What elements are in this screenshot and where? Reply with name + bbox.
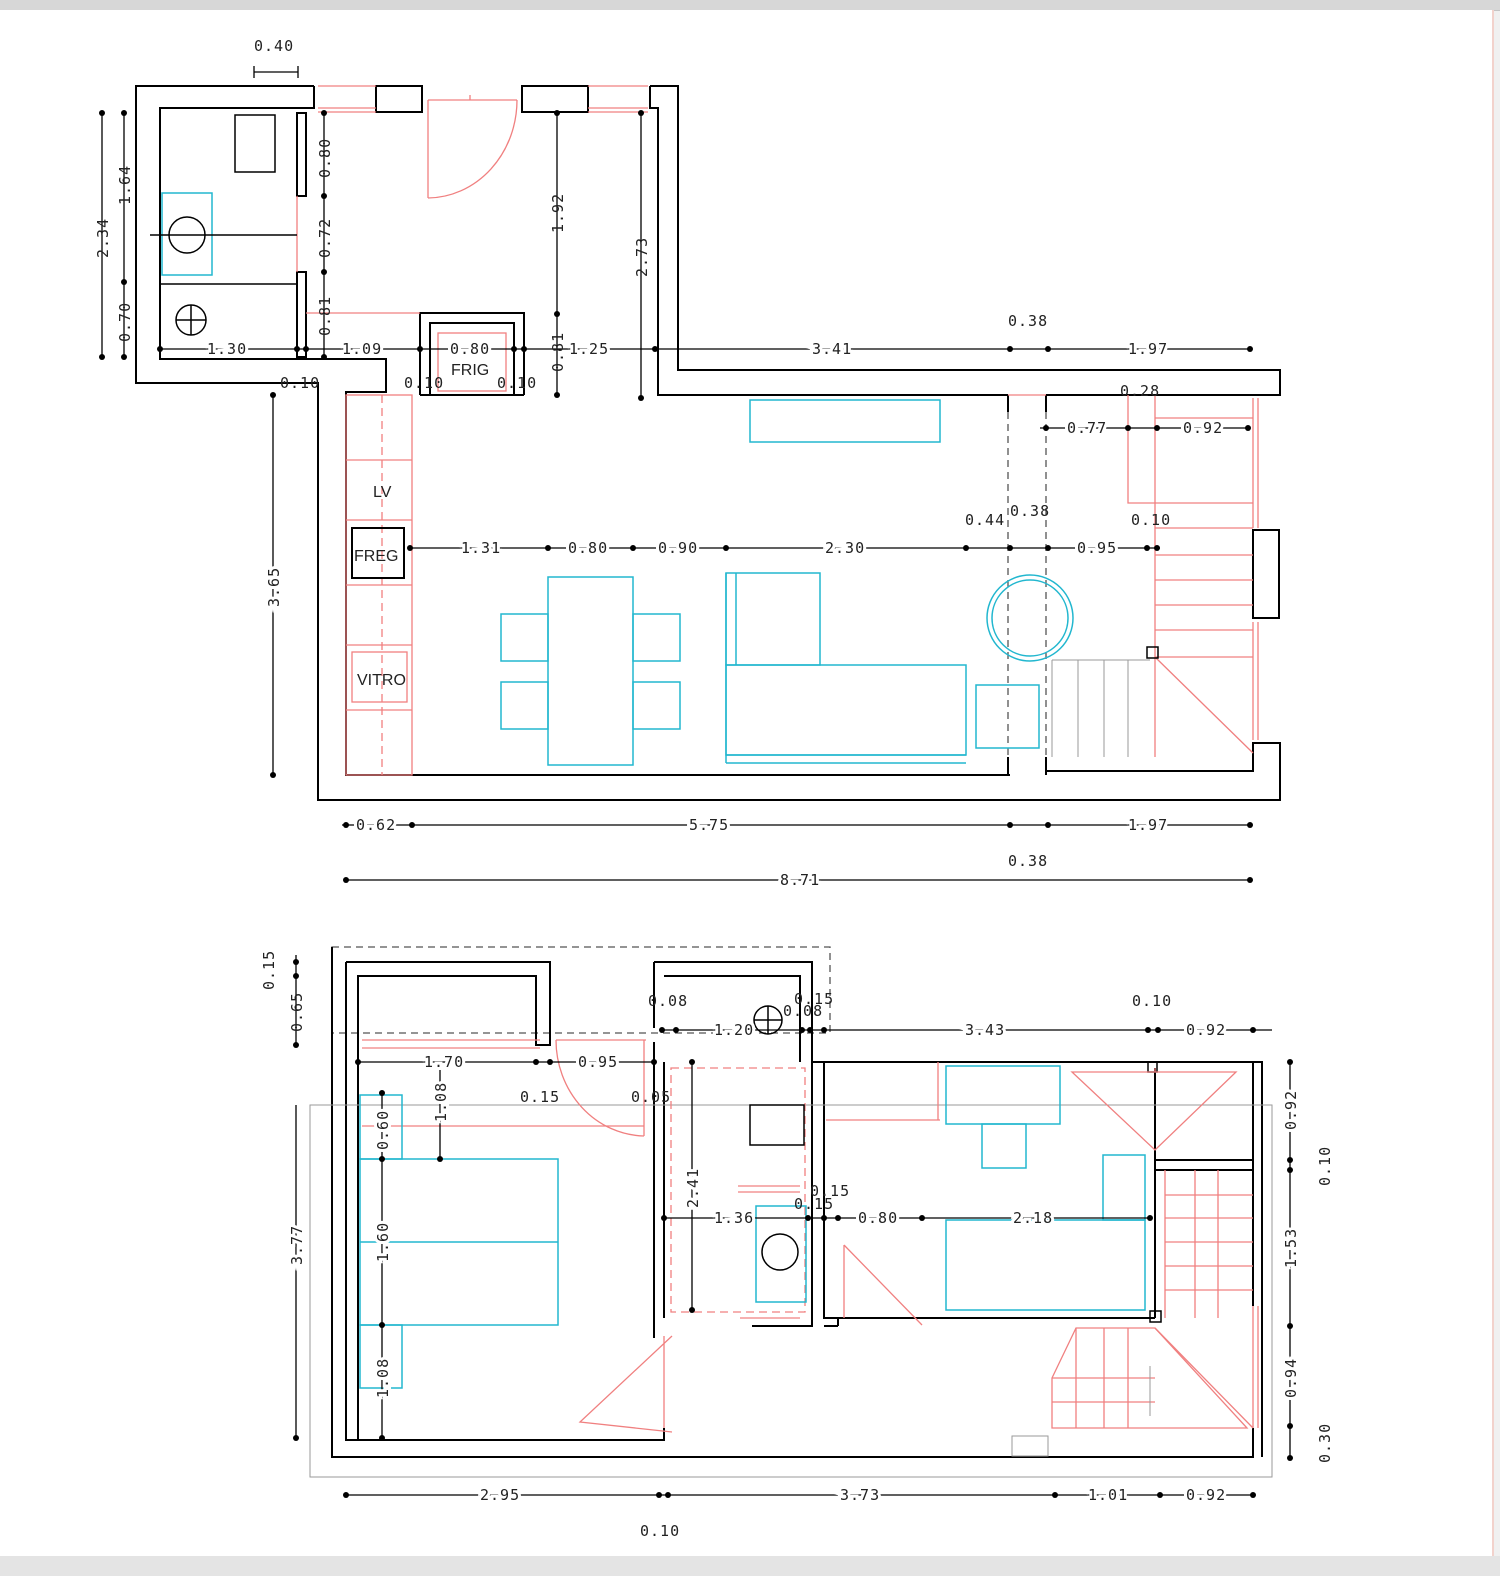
dim-text: 0.38	[1008, 312, 1048, 330]
dim-text: 1.25	[569, 340, 609, 358]
dim-text: 3.43	[965, 1021, 1005, 1039]
dim-text: 2.41	[684, 1168, 702, 1208]
label-frig: FRIG	[451, 362, 489, 379]
dim-text: 1.30	[207, 340, 247, 358]
dim-text: 0.80	[450, 340, 490, 358]
dim-text: 1.97	[1128, 816, 1168, 834]
dim-text: 1.20	[714, 1021, 754, 1039]
label-vitro: VITRO	[357, 672, 406, 689]
dim-text: 1.08	[374, 1358, 392, 1398]
dim-text: 2.73	[633, 237, 651, 277]
label-lv: LV	[373, 484, 392, 501]
ground-floor-labels: FRIG LV FREG VITRO	[354, 362, 489, 689]
dim-text: 0.15	[810, 1182, 850, 1200]
dim-text: 0.60	[374, 1110, 392, 1150]
dim-text: 1.64	[116, 165, 134, 205]
dim-text: 0.10	[1132, 992, 1172, 1010]
dim-text: 0.81	[549, 332, 567, 372]
upper-floor-dimension-texts: 0.15 0.65 0.08 0.15 0.08 1.20 3.43 0.10 …	[260, 950, 1334, 1540]
dim-text: 0.80	[568, 539, 608, 557]
dim-text: 0.10	[1131, 511, 1171, 529]
ground-floor-dimension-lines	[99, 66, 1253, 883]
dim-text: 0.08	[648, 992, 688, 1010]
dim-text: 3.41	[812, 340, 852, 358]
ground-floor-furniture	[150, 114, 1074, 766]
dim-text: 0.72	[316, 218, 334, 258]
dim-text: 3.77	[288, 1225, 306, 1265]
dim-text: 0.15	[794, 990, 834, 1008]
dim-text: 0.10	[497, 374, 537, 392]
dim-text: 0.15	[260, 950, 278, 990]
ground-floor-walls	[135, 85, 1281, 801]
dim-text: 0.40	[254, 37, 294, 55]
dim-text: 0.10	[640, 1522, 680, 1540]
dim-text: 0.10	[1316, 1146, 1334, 1186]
dim-text: 3.65	[265, 567, 283, 607]
dim-text: 0.15	[520, 1088, 560, 1106]
dim-text: 0.94	[1282, 1358, 1300, 1398]
dim-text: 8.71	[780, 871, 820, 889]
dim-text: 1.09	[342, 340, 382, 358]
dim-text: 0.10	[404, 374, 444, 392]
dim-text: 5.75	[689, 816, 729, 834]
dim-text: 0.30	[1316, 1423, 1334, 1463]
drawing-sheet[interactable]	[0, 10, 1494, 1556]
dim-text: 2.18	[1013, 1209, 1053, 1227]
dim-text: 1.60	[374, 1222, 392, 1262]
ground-floor-fixtures	[296, 85, 1259, 776]
dim-text: 2.30	[825, 539, 865, 557]
dim-text: 0.92	[1282, 1090, 1300, 1130]
dim-text: 0.80	[316, 138, 334, 178]
dim-text: 0.92	[1186, 1486, 1226, 1504]
dim-text: 1.31	[461, 539, 501, 557]
dim-text: 0.92	[1186, 1021, 1226, 1039]
upper-floor-fixtures	[362, 1005, 1259, 1457]
dim-text: 0.95	[578, 1053, 618, 1071]
dim-text: 1.92	[549, 193, 567, 233]
dim-text: 0.38	[1008, 852, 1048, 870]
dim-text: 0.80	[858, 1209, 898, 1227]
dim-text: 0.28	[1120, 382, 1160, 400]
dim-text: 0.05	[631, 1088, 671, 1106]
dim-text: 0.38	[1010, 502, 1050, 520]
dim-text: 0.10	[280, 374, 320, 392]
dim-text: 0.44	[965, 511, 1005, 529]
upper-floor-plan: 0.15 0.65 0.08 0.15 0.08 1.20 3.43 0.10 …	[260, 946, 1334, 1540]
ground-floor-plan: FRIG LV FREG VITRO	[94, 37, 1281, 892]
dim-text: 0.70	[116, 302, 134, 342]
dim-text: 0.65	[288, 992, 306, 1032]
label-freg: FREG	[354, 548, 398, 565]
dim-text: 0.81	[316, 296, 334, 336]
dim-text: 1.01	[1088, 1486, 1128, 1504]
dim-text: 0.77	[1067, 419, 1107, 437]
dim-text: 1.53	[1282, 1228, 1300, 1268]
viewer-bottom-bar	[0, 1556, 1500, 1576]
ground-floor-dimension-texts: 0.40 2.34 1.64 0.70 0.80 0.72 0.81 1.92 …	[94, 37, 1225, 892]
dim-text: 3.73	[840, 1486, 880, 1504]
dim-text: 0.95	[1077, 539, 1117, 557]
dim-text: 0.62	[356, 816, 396, 834]
dim-text: 0.15	[794, 1195, 834, 1213]
dim-text: 2.95	[480, 1486, 520, 1504]
dim-text: 0.90	[658, 539, 698, 557]
dim-text: 0.08	[783, 1002, 823, 1020]
dim-text: 2.34	[94, 218, 112, 258]
upper-floor-furniture	[359, 1065, 1146, 1389]
dim-text: 1.08	[432, 1082, 450, 1122]
dim-text: 1.70	[424, 1053, 464, 1071]
dim-text: 1.97	[1128, 340, 1168, 358]
dim-text: 1.36	[714, 1209, 754, 1227]
upper-floor-dimension-lines	[293, 955, 1293, 1498]
dim-text: 0.92	[1183, 419, 1223, 437]
